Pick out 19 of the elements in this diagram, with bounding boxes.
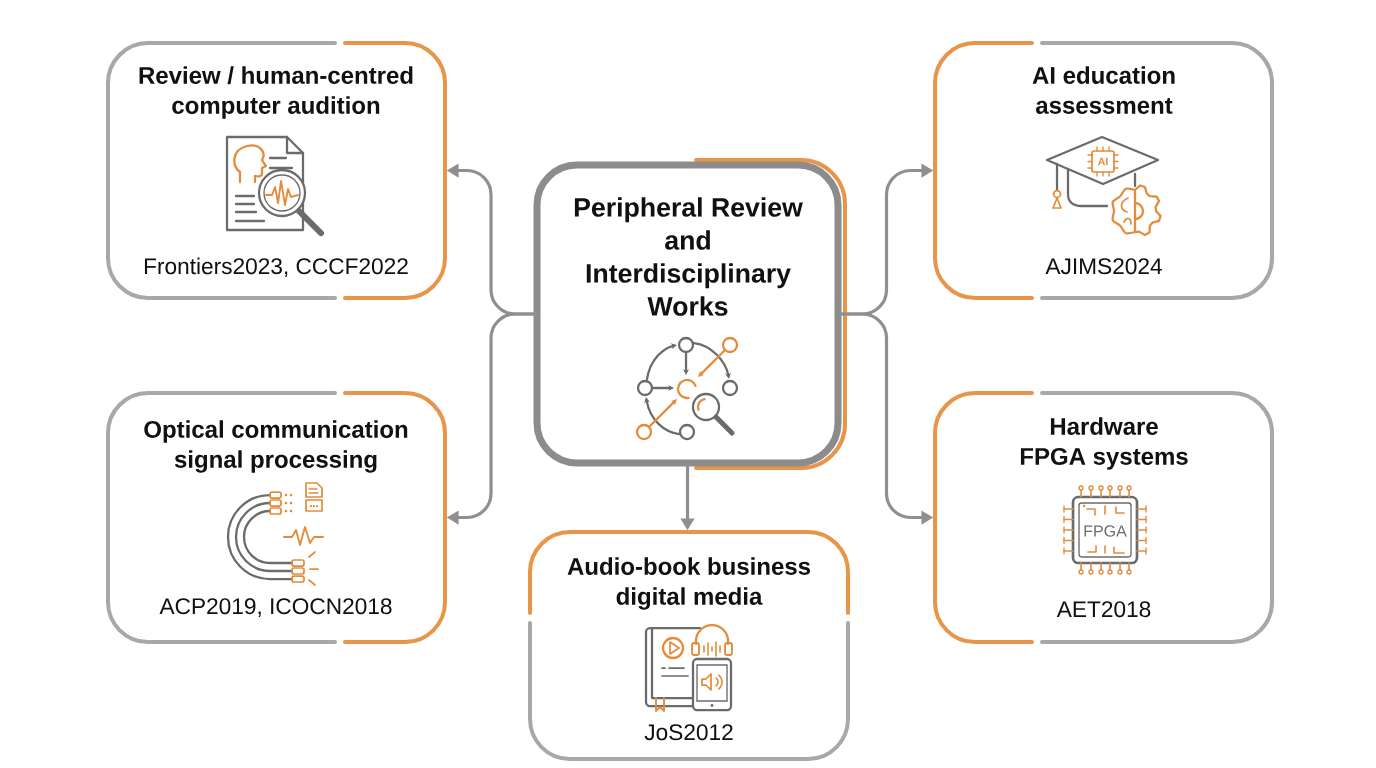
box-title: Peripheral Review and Interdisciplinary Works [574, 197, 803, 316]
citation-text: JoS2012 [644, 724, 733, 741]
rounded-box [528, 530, 850, 761]
citation-text: AJIMS2024 [1045, 258, 1162, 275]
chip-label: FPGA [1084, 525, 1127, 537]
box-title: Audio-book business digital media [567, 557, 811, 610]
rounded-box [933, 391, 1274, 644]
rounded-box [106, 391, 447, 644]
citation-text: ACP2019, ICOCN2018 [159, 598, 392, 617]
chip-label: AI [1097, 157, 1108, 166]
citation-text: AET2018 [1056, 601, 1151, 618]
rounded-box [933, 41, 1274, 300]
box-title: Review / human-centred computer audition [139, 66, 413, 119]
box-title: AI education assessment [1032, 66, 1175, 114]
citation-text: Frontiers2023, CCCF2022 [144, 257, 408, 277]
box-title: Optical communication signal processing [144, 420, 408, 473]
rounded-box [533, 158, 847, 470]
box-title: Hardware FPGA systems [1020, 417, 1188, 470]
rounded-box [106, 41, 447, 300]
